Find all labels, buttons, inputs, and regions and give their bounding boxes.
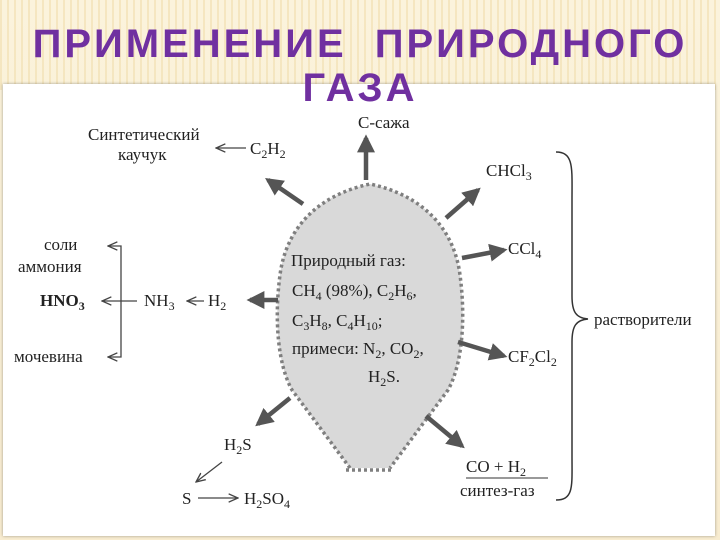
label-s: S [182,489,191,508]
label-h2s: H2S [224,435,252,457]
center-text: Природный газ: CH4 (98%), C2H6, C3H8, C4… [291,251,424,389]
arrow-to-cf2cl2 [457,339,508,361]
label-hno3: HNO3 [40,291,85,313]
composition-line-1: CH4 (98%), C2H6, [292,281,417,303]
subscript: 2 [256,497,262,511]
center-heading: Природный газ: [291,251,406,270]
label-rubber-2: каучук [118,145,167,164]
subscript: 2 [380,375,386,389]
subscript: 4 [316,289,322,303]
subscript: 3 [79,299,85,313]
subscript: 2 [375,347,381,361]
label-ammonium-2: аммония [18,257,82,276]
label-chcl3: CHCl3 [486,161,532,183]
label-rubber-1: Синтетический [88,125,200,144]
label-c2h2: C2H2 [250,139,286,161]
subscript: 2 [413,347,419,361]
label-soot: С-сажа [358,113,410,132]
subscript: 3 [303,319,309,333]
subscript: 2 [261,147,267,161]
label-solvents: растворители [594,310,692,329]
reaction-arrows [246,134,508,449]
subscript: 2 [388,289,394,303]
arrow-to-h2s [255,396,292,427]
product-labels: С-сажа C2H2 Синтетический каучук CHCl3 C… [14,113,692,511]
composition-line-3: примеси: N2, CO2, [292,339,424,361]
subscript: 2 [236,443,242,457]
arrow-to-ccl4 [461,243,508,262]
subscript: 2 [551,355,557,369]
label-syngas-formula: CO + H2 [466,457,526,479]
label-ccl4: CCl4 [508,239,541,261]
subscript: 8 [322,319,328,333]
composition-line-2: C3H8, C4H10; [292,311,382,333]
subscript: 3 [526,169,532,183]
page-title: ПРИМЕНЕНИЕ ПРИРОДНОГО ГАЗА [32,22,688,110]
subscript: 10 [366,319,378,333]
arrow-h2s-to-s [196,461,223,482]
subscript: 6 [406,289,412,303]
subscript: 4 [284,497,290,511]
label-nh3: NH3 [144,291,175,313]
header-background [0,0,720,90]
arrow-to-chcl3 [444,187,481,220]
label-syngas: синтез-газ [460,481,535,500]
subscript: 4 [535,247,541,261]
thin-arrows [102,148,246,498]
label-cf2cl2: CF2Cl2 [508,347,557,369]
subscript: 2 [529,355,535,369]
subscript: 2 [280,147,286,161]
ammonia-bracket-lower [108,301,122,357]
subscript: 2 [520,465,526,479]
label-h2: H2 [208,291,226,313]
subscript: 2 [220,299,226,313]
ammonia-bracket [108,246,122,301]
label-h2so4: H2SO4 [244,489,290,511]
arrow-to-c2h2 [265,177,305,206]
label-ammonium-1: соли [44,235,77,254]
subscript: 3 [169,299,175,313]
composition-line-4: H2S. [368,367,400,389]
label-urea: мочевина [14,347,83,366]
arrow-to-syngas [424,414,465,449]
natural-gas-shape [275,182,465,470]
solvents-brace [555,151,589,501]
subscript: 4 [347,319,353,333]
